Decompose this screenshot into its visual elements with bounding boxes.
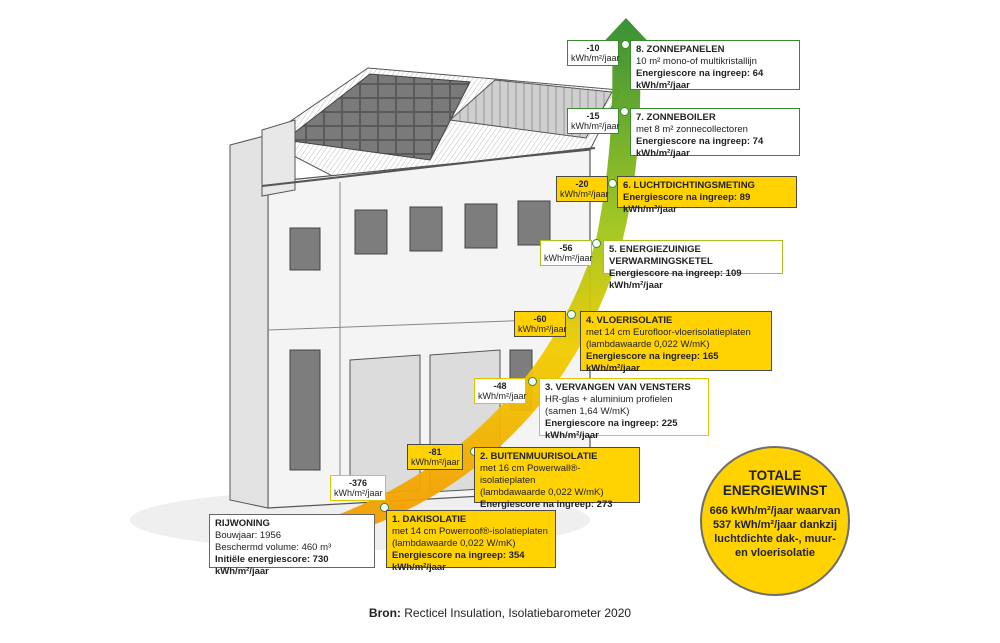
solar-panels [283, 73, 471, 161]
marker-step-4 [567, 310, 576, 319]
marker-step-8 [621, 40, 630, 49]
marker-step-6 [608, 179, 617, 188]
total-energy-gain: TOTALE ENERGIEWINST 666 kWh/m²/jaar waar… [700, 446, 850, 596]
marker-step-5 [592, 239, 601, 248]
source-caption: Bron: Recticel Insulation, Isolatiebarom… [0, 606, 1000, 620]
step-8-box: 8. ZONNEPANELEN 10 m² mono-of multikrist… [630, 40, 800, 91]
total-text: 666 kWh/m²/jaar waarvan 537 kWh/m²/jaar … [709, 505, 841, 559]
energy-arrow [318, 18, 656, 530]
side-wall [229, 134, 269, 509]
total-heading-1: TOTALE [748, 468, 802, 483]
source-label: Bron: [368, 606, 401, 620]
source-text: Recticel Insulation, Isolatiebarometer 2… [404, 606, 632, 620]
house-info-box: RIJWONING Bouwjaar: 1956 Beschermd volum… [209, 514, 375, 577]
step-2-box: 2. BUITENMUURISOLATIE met 16 cm Powerwal… [474, 447, 640, 522]
total-heading-2: ENERGIEWINST [722, 483, 828, 498]
marker-step-3 [528, 377, 537, 386]
marker-step-1 [380, 503, 389, 512]
step-5-box: 5. ENERGIEZUINIGE VERWARMINGSKETEL Energ… [603, 240, 783, 291]
step-6-box: 6. LUCHTDICHTINGSMETING Energiescore na … [617, 176, 797, 215]
step-4-box: 4. VLOERISOLATIE met 14 cm Eurofloor-vlo… [580, 311, 772, 374]
step-3-box: 3. VERVANGEN VAN VENSTERS HR-glas + alum… [539, 378, 709, 441]
step-7-box: 7. ZONNEBOILER met 8 m² zonnecollectoren… [630, 108, 800, 159]
marker-step-7 [620, 107, 629, 116]
step-1-box: 1. DAKISOLATIE met 14 cm Powerroof®-isol… [386, 510, 556, 573]
